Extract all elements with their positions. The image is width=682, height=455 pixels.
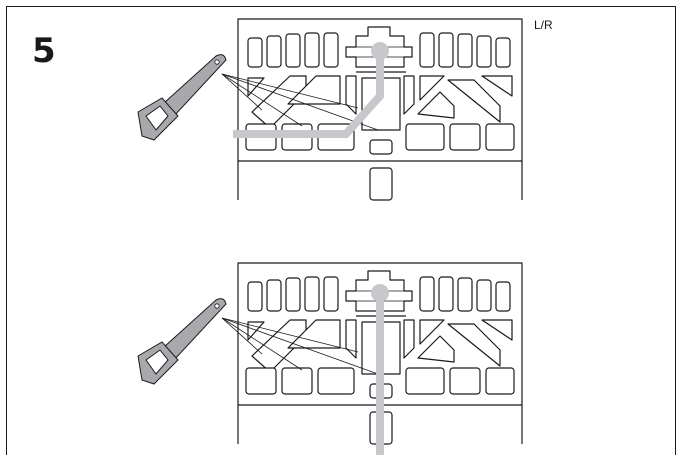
cut-start-marker <box>371 42 389 60</box>
side-label: L/R <box>534 18 553 32</box>
instruction-frame <box>6 6 676 455</box>
cut-start-marker <box>371 284 389 302</box>
saw-icon <box>137 298 227 385</box>
step-number: 5 <box>32 31 56 71</box>
bottom-panel <box>137 262 523 455</box>
top-panel <box>137 18 523 201</box>
saw-icon <box>137 54 227 141</box>
cut-path <box>233 52 384 138</box>
